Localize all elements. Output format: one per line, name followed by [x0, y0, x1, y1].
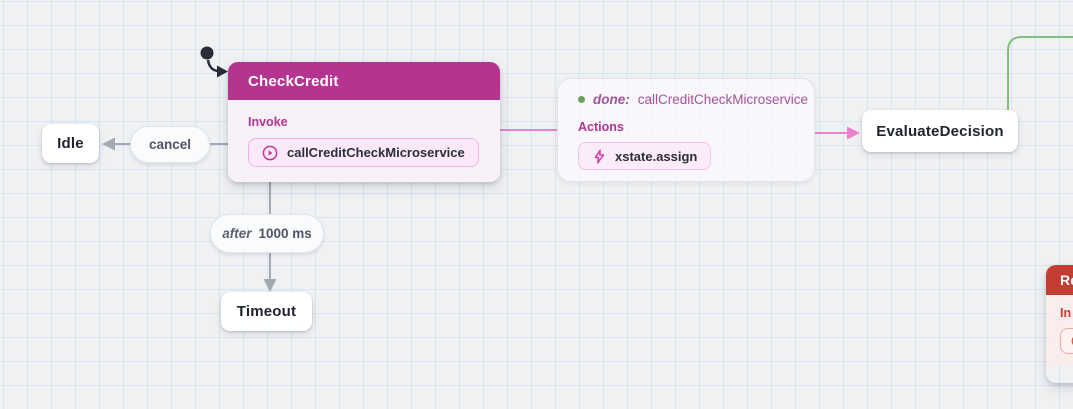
done-transition-card[interactable]: done: callCreditCheckMicroservice Action… [557, 78, 815, 182]
service-name: callCreditCheckMicroservice [287, 145, 465, 160]
after-keyword: after [222, 226, 252, 241]
state-label: EvaluateDecision [876, 122, 1004, 140]
edge-label-after-delay[interactable]: after 1000 ms [210, 214, 324, 253]
state-body: Invoke callCreditCheckMicroservice [228, 100, 500, 182]
state-node-partial-red[interactable]: Re In [1046, 265, 1073, 383]
state-node-idle[interactable]: Idle [42, 124, 99, 163]
state-title: CheckCredit [248, 72, 339, 90]
state-node-check-credit[interactable]: CheckCredit Invoke callCreditCheckMicros… [228, 62, 500, 182]
state-header[interactable]: CheckCredit [228, 62, 500, 100]
green-edge-line [1007, 36, 1073, 110]
edge-label-cancel[interactable]: cancel [130, 126, 210, 163]
play-circle-icon [1071, 336, 1073, 346]
event-name: cancel [148, 137, 192, 152]
action-pill[interactable]: xstate.assign [578, 142, 712, 170]
state-body: In [1046, 295, 1073, 365]
invoke-section-label: In [1060, 306, 1072, 320]
state-node-timeout[interactable]: Timeout [221, 292, 312, 331]
state-header[interactable]: Re [1046, 265, 1073, 295]
delay-value: 1000 ms [258, 226, 312, 241]
state-label: Idle [57, 135, 84, 152]
done-service-name: callCreditCheckMicroservice [637, 92, 809, 107]
done-edge-line [500, 126, 860, 140]
state-node-evaluate-decision[interactable]: EvaluateDecision [862, 110, 1018, 152]
invoke-section-label: Invoke [248, 115, 288, 129]
done-event-row[interactable]: done: callCreditCheckMicroservice [578, 92, 808, 107]
green-status-dot-icon [578, 96, 585, 103]
initial-state-marker[interactable] [200, 46, 229, 78]
invoked-service-pill[interactable] [1060, 328, 1073, 354]
state-label: Timeout [236, 303, 297, 320]
action-name: xstate.assign [615, 148, 698, 164]
state-title: Re [1060, 272, 1073, 288]
lightning-bolt-icon [594, 149, 605, 163]
actions-section-label: Actions [578, 120, 624, 134]
done-keyword: done: [593, 92, 630, 107]
invoked-service-pill[interactable]: callCreditCheckMicroservice [248, 138, 479, 167]
play-circle-icon [262, 145, 278, 160]
